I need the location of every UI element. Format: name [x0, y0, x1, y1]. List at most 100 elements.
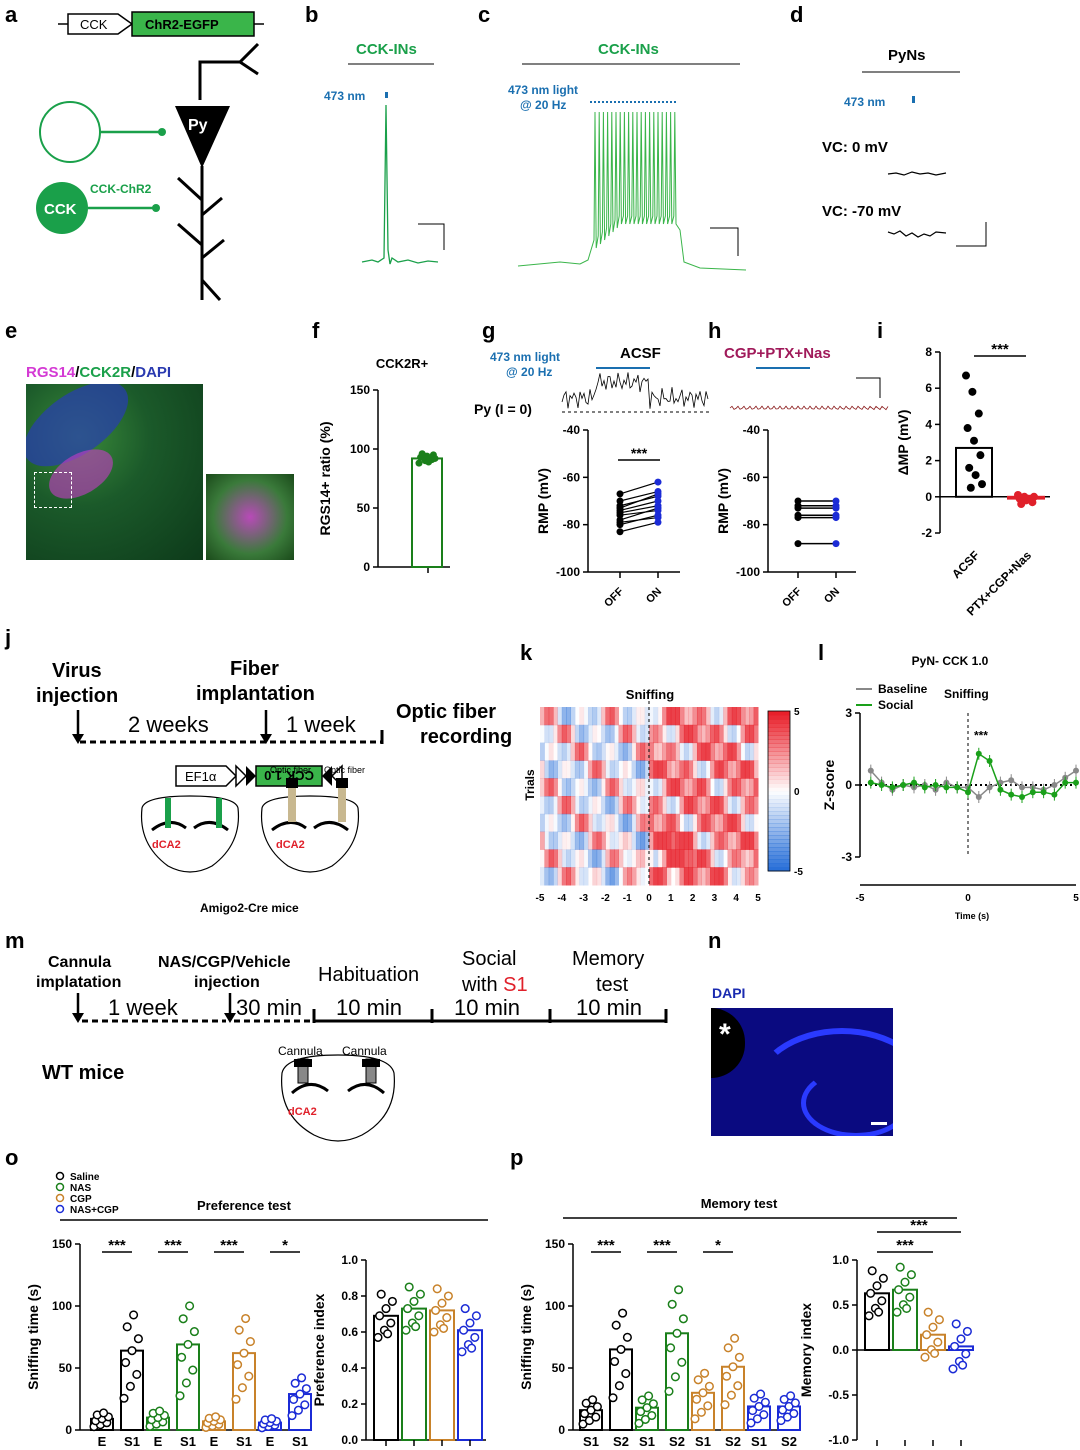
y-tick-label: 3 — [845, 706, 852, 720]
series-point — [1008, 791, 1015, 798]
heat-cell — [683, 760, 689, 779]
data-point — [471, 1311, 481, 1321]
heat-cell — [627, 831, 633, 850]
panel-label-n: n — [708, 928, 722, 953]
heat-cell — [561, 724, 567, 744]
colorbar-cell — [768, 819, 790, 824]
heat-cell — [579, 778, 585, 797]
bar — [892, 1288, 918, 1351]
data-point — [640, 1414, 650, 1424]
heat-cell — [540, 867, 545, 886]
heat-cell — [718, 760, 724, 779]
heat-cell — [631, 831, 637, 850]
virus-label-2: injection — [36, 685, 118, 707]
heat-cell — [579, 813, 585, 833]
data-point — [429, 1327, 439, 1337]
heat-cell — [723, 742, 728, 761]
data-point — [670, 1372, 680, 1382]
data-point — [290, 1378, 300, 1388]
sig-label: *** — [896, 1237, 914, 1254]
heat-cell — [631, 796, 637, 815]
sig-label: *** — [597, 1237, 615, 1254]
heat-cell — [670, 760, 676, 779]
social-label-2: with S1 — [461, 974, 528, 996]
data-point — [730, 1333, 740, 1343]
panel-l-chart: PyN- CCK 1.0BaselineSocialSniffing-303Z-… — [821, 654, 1079, 921]
data-point — [642, 1403, 652, 1413]
heat-cell — [744, 742, 750, 761]
panel-b-spike-trace — [361, 104, 439, 265]
heat-cell — [618, 813, 624, 833]
heat-cell — [631, 778, 637, 797]
heat-cell — [679, 867, 685, 886]
x-tick-label: OFF — [602, 585, 626, 609]
y-axis-title: Sniffing time (s) — [518, 1284, 534, 1390]
heat-cell — [662, 813, 667, 833]
heat-cell — [744, 867, 750, 886]
series-point — [1029, 789, 1036, 796]
heat-cell — [544, 778, 550, 797]
heat-cell — [692, 778, 698, 797]
memory-time: 10 min — [576, 995, 642, 1020]
heat-cell — [570, 867, 576, 886]
x-tick-label: 0 — [646, 893, 652, 904]
heat-cell — [679, 778, 685, 797]
x-tick-label: S1 — [236, 1434, 252, 1449]
y-tick-label: 100 — [350, 442, 370, 456]
off-point — [794, 504, 802, 512]
data-point — [636, 1407, 646, 1417]
heat-cell — [653, 724, 659, 744]
weeks-2-label: 2 weeks — [128, 712, 209, 737]
heat-cell — [587, 760, 593, 779]
heat-cell — [574, 813, 580, 833]
heat-cell — [601, 867, 606, 886]
data-point — [866, 1288, 876, 1298]
data-point — [696, 1407, 706, 1417]
heat-cell — [614, 742, 619, 761]
colorbar-cell — [768, 787, 790, 792]
heat-cell — [601, 831, 606, 850]
heat-cell — [583, 724, 589, 744]
h-scale-bar — [856, 377, 881, 398]
heat-cell — [727, 742, 733, 761]
heat-cell — [753, 867, 759, 886]
heat-cell — [605, 778, 611, 797]
heat-cell — [548, 831, 554, 850]
colorbar-cell — [768, 831, 790, 836]
heat-cell — [662, 778, 667, 797]
heat-cell — [749, 778, 755, 797]
heat-cell — [753, 796, 759, 815]
virus-label-1: Virus — [52, 660, 102, 682]
heat-cell — [596, 813, 602, 833]
x-tick-label: ON — [822, 586, 842, 606]
heat-cell — [627, 760, 632, 778]
data-point — [588, 1395, 598, 1405]
y-tick-label: -60 — [563, 470, 581, 484]
heat-cell — [540, 760, 545, 779]
ef1a-label: EF1α — [185, 769, 217, 784]
heat-cell — [614, 760, 619, 779]
heat-cell — [666, 707, 672, 726]
heat-cell — [736, 707, 742, 726]
data-point — [245, 1337, 255, 1347]
sig-label: *** — [974, 728, 988, 742]
heat-cell — [561, 813, 567, 833]
heat-cell — [609, 849, 615, 868]
data-point — [1030, 492, 1038, 501]
data-point — [431, 1305, 441, 1315]
data-point — [621, 1369, 631, 1379]
data-point — [722, 1371, 732, 1381]
heat-cell — [570, 813, 576, 833]
heat-cell — [675, 742, 681, 761]
panel-label-g: g — [482, 318, 496, 343]
heat-cell — [666, 724, 672, 744]
data-point — [231, 1394, 241, 1404]
heat-cell — [627, 867, 633, 886]
heat-cell — [579, 742, 585, 761]
data-point — [877, 1296, 887, 1306]
heat-cell — [635, 813, 641, 833]
heat-cell — [753, 760, 759, 779]
data-point — [704, 1381, 714, 1391]
heat-cell — [640, 813, 646, 833]
panel-d-trace: PyNs 473 nm VC: 0 mV VC: -70 mV — [822, 47, 987, 247]
